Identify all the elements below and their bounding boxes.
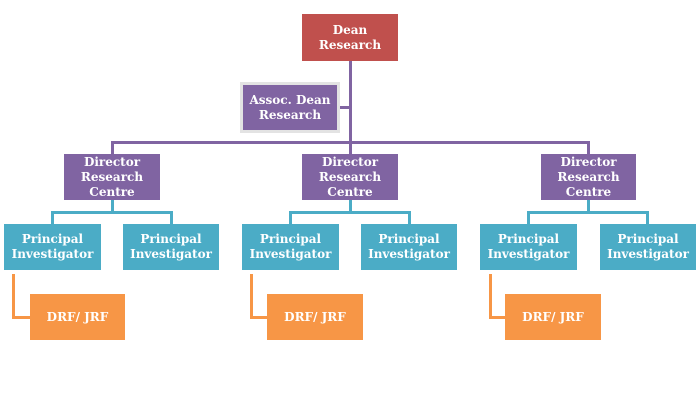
connector-centre-2-fellow-vertical xyxy=(250,274,253,319)
assoc-dean-label: Assoc. Dean Research xyxy=(249,92,331,122)
connector-centre-1-pi-2 xyxy=(170,211,173,224)
connector-centre-3-fellow-horizontal xyxy=(489,316,507,319)
connector-centre-3-fellow-vertical xyxy=(489,274,492,319)
investigator-node-3-1: Principal Investigator xyxy=(480,224,577,270)
fellow-node-3: DRF/ JRF xyxy=(505,294,601,340)
investigator-node-2-2: Principal Investigator xyxy=(361,224,457,270)
director-node-2: Director Research Centre xyxy=(302,154,398,200)
assoc-dean-node: Assoc. Dean Research xyxy=(243,85,337,130)
investigator-node-1-2: Principal Investigator xyxy=(123,224,219,270)
connector-centre-3-pi-1 xyxy=(527,211,530,224)
connector-centre-2-horizontal xyxy=(289,211,411,214)
connector-centre-1-fellow-vertical xyxy=(12,274,15,319)
fellow-label: DRF/ JRF xyxy=(46,309,109,324)
fellow-label: DRF/ JRF xyxy=(284,309,346,324)
connector-centre-1-pi-1 xyxy=(51,211,54,224)
investigator-label: Principal Investigator xyxy=(11,232,94,261)
investigator-label: Principal Investigator xyxy=(607,232,689,261)
director-node-3: Director Research Centre xyxy=(541,154,636,200)
connector-directors-horizontal xyxy=(111,141,590,144)
connector-director-3 xyxy=(587,141,590,154)
director-label: Director Research Centre xyxy=(557,154,620,199)
connector-centre-3-stem xyxy=(587,200,590,213)
connector-dean-trunk xyxy=(349,61,352,154)
investigator-label: Principal Investigator xyxy=(249,232,332,261)
connector-centre-2-stem xyxy=(349,200,352,213)
investigator-label: Principal Investigator xyxy=(130,232,212,261)
investigator-label: Principal Investigator xyxy=(368,232,450,261)
fellow-node-2: DRF/ JRF xyxy=(267,294,363,340)
fellow-label: DRF/ JRF xyxy=(522,309,584,324)
investigator-node-1-1: Principal Investigator xyxy=(4,224,101,270)
director-node-1: Director Research Centre xyxy=(64,154,160,200)
investigator-node-2-1: Principal Investigator xyxy=(242,224,339,270)
director-label: Director Research Centre xyxy=(318,154,382,199)
connector-centre-2-pi-2 xyxy=(408,211,411,224)
fellow-node-1: DRF/ JRF xyxy=(30,294,125,340)
investigator-node-3-2: Principal Investigator xyxy=(600,224,696,270)
connector-assoc-dean xyxy=(340,106,350,109)
connector-centre-2-fellow-horizontal xyxy=(250,316,268,319)
dean-research-label: Dean Research xyxy=(318,22,382,52)
connector-centre-2-pi-1 xyxy=(289,211,292,224)
connector-centre-1-fellow-horizontal xyxy=(12,316,30,319)
connector-centre-3-pi-2 xyxy=(646,211,649,224)
connector-director-1 xyxy=(111,141,114,154)
connector-centre-1-stem xyxy=(111,200,114,213)
dean-research-node: Dean Research xyxy=(302,14,398,61)
connector-centre-3-horizontal xyxy=(527,211,649,214)
investigator-label: Principal Investigator xyxy=(487,232,570,261)
director-label: Director Research Centre xyxy=(80,154,144,199)
connector-centre-1-horizontal xyxy=(51,211,173,214)
